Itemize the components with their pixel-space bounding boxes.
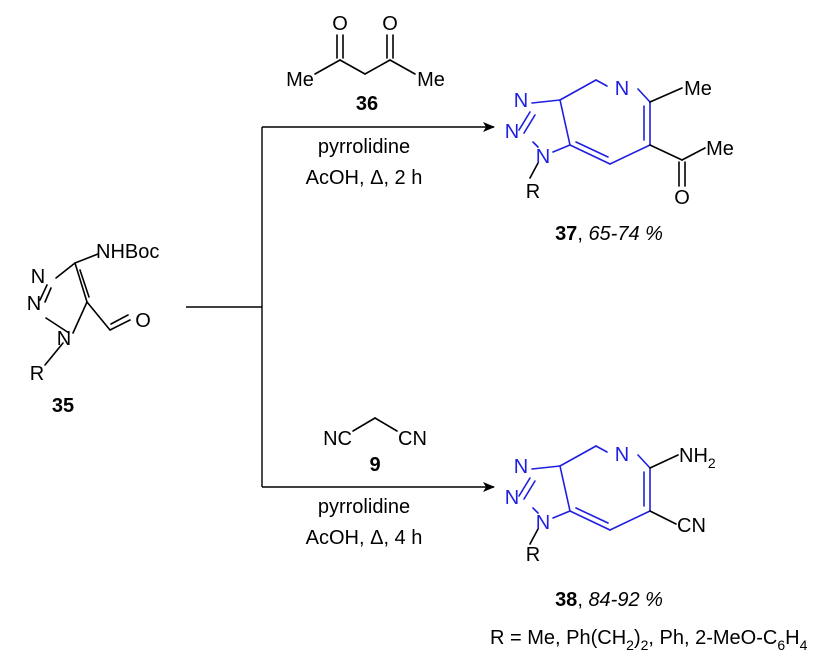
- atom-n: N: [615, 78, 629, 100]
- atom-me: Me: [706, 138, 734, 160]
- atom-o: O: [382, 13, 398, 35]
- compound-label-35: 35: [52, 395, 74, 417]
- atom-n: N: [57, 328, 71, 350]
- conditions-top-line2: AcOH, Δ, 2 h: [306, 167, 423, 189]
- conditions-bottom-line2: AcOH, Δ, 4 h: [306, 527, 423, 549]
- atom-me: Me: [684, 78, 712, 100]
- compound-label-36: 36: [356, 93, 378, 115]
- atom-r: R: [526, 544, 540, 566]
- product-37: N N N N Me Me O R 37, 65-74 %: [505, 78, 734, 245]
- compound-label-9: 9: [369, 454, 380, 476]
- atom-n: N: [514, 90, 528, 112]
- atom-me: Me: [286, 69, 314, 91]
- atom-n: N: [536, 512, 550, 534]
- atom-o: O: [135, 310, 151, 332]
- atom-r: R: [30, 363, 44, 385]
- atom-n: N: [505, 121, 519, 143]
- amine-group: NH2: [679, 445, 716, 471]
- substituent-nhboc: NHBoc: [96, 241, 159, 263]
- conditions-top-line1: pyrrolidine: [318, 136, 410, 158]
- nitrile-cn: CN: [398, 428, 427, 450]
- atom-n: N: [615, 444, 629, 466]
- atom-r: R: [526, 181, 540, 203]
- atom-n: N: [536, 146, 550, 168]
- nitrile-nc: NC: [323, 428, 352, 450]
- reactant-35: N N N O R NHBoc 35: [27, 241, 160, 417]
- atom-n: N: [27, 293, 41, 315]
- conditions-bottom-line1: pyrrolidine: [318, 496, 410, 518]
- nitrile-cn: CN: [677, 515, 706, 537]
- reaction-arrows: [186, 122, 495, 492]
- yield-37: 37, 65-74 %: [555, 223, 663, 245]
- r-group-definition: R = Me, Ph(CH2)2, Ph, 2-MeO-C6H4: [490, 627, 808, 653]
- atom-n: N: [514, 456, 528, 478]
- atom-me: Me: [417, 69, 445, 91]
- reagent-36: O O Me Me 36: [286, 13, 445, 115]
- atom-o: O: [674, 187, 690, 209]
- atom-n: N: [31, 266, 45, 288]
- yield-38: 38, 84-92 %: [555, 589, 663, 611]
- atom-n: N: [505, 487, 519, 509]
- product-38: N N N N NH2 CN R 38, 84-92 %: [505, 444, 716, 611]
- atom-o: O: [332, 13, 348, 35]
- reagent-9: NC CN 9: [323, 417, 427, 476]
